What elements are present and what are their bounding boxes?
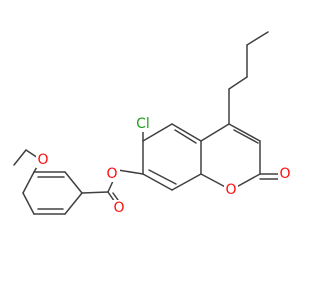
bond	[171, 173, 202, 191]
bond	[233, 129, 259, 144]
labels-group: Cl O O O O O	[36, 116, 292, 216]
label-bg	[278, 166, 292, 182]
bond	[171, 123, 202, 142]
atom-label-o-lactone-carbonyl: O	[279, 166, 290, 182]
bond	[148, 169, 177, 185]
atom-label-o-ester-carbonyl: O	[113, 200, 124, 216]
bond	[13, 149, 27, 166]
atom-label-o-methoxy: O	[37, 152, 48, 168]
bond	[142, 173, 173, 191]
bond	[174, 129, 197, 144]
label-bg	[36, 152, 50, 168]
bond	[117, 169, 144, 175]
atom-label-cl: Cl	[136, 116, 150, 132]
bond	[64, 171, 83, 194]
bond	[64, 192, 83, 215]
label-bg	[224, 182, 238, 198]
label-bg	[136, 116, 150, 132]
bond	[81, 191, 109, 194]
atom-label-o-ester: O	[106, 166, 117, 182]
structure-diagram: Cl O O O O O	[13, 31, 292, 216]
bond	[200, 123, 230, 142]
label-bg	[112, 200, 126, 216]
bond	[228, 123, 261, 142]
label-bg	[106, 166, 120, 182]
bond	[228, 76, 248, 90]
bond	[246, 31, 269, 46]
bond	[142, 123, 173, 142]
atom-label-o-ring: O	[225, 182, 236, 198]
bond	[22, 171, 35, 194]
bond	[22, 192, 35, 215]
